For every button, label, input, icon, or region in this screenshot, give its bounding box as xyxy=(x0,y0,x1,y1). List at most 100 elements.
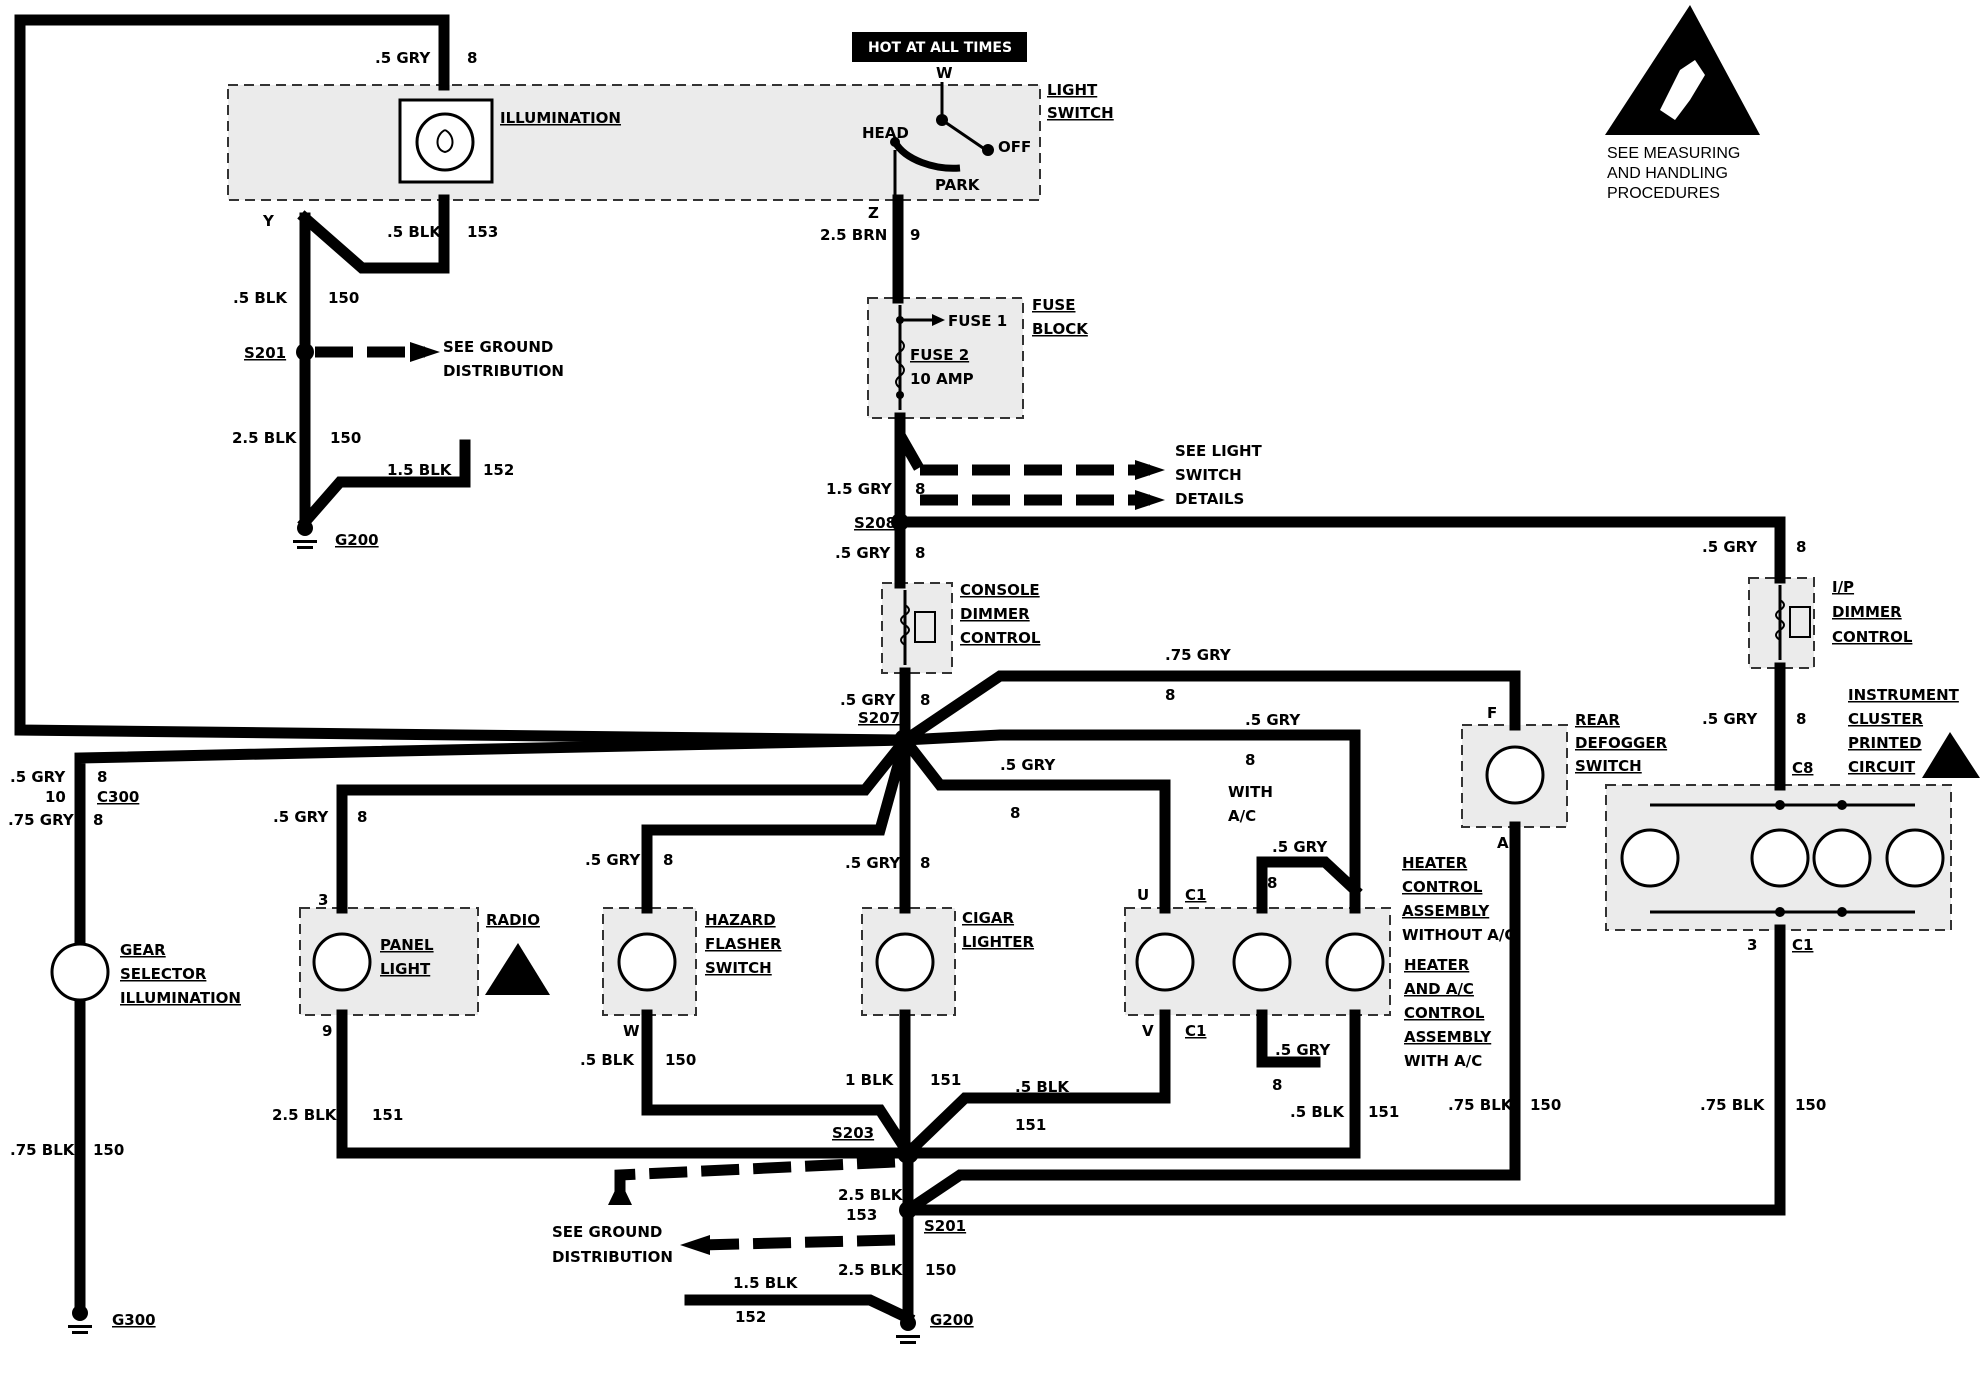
wire-label: .5 GRY xyxy=(1275,1041,1331,1059)
panel-light-bulb-icon xyxy=(312,932,372,992)
fuse2-label: FUSE 2 xyxy=(910,346,969,364)
arrow-ground-bottom-up xyxy=(608,1180,632,1205)
cluster-label-1: INSTRUMENT xyxy=(1848,686,1960,704)
wire-s207-gear xyxy=(74,734,911,951)
wire-label: .5 GRY xyxy=(10,768,66,786)
wire-label: .5 GRY xyxy=(273,808,329,826)
wire-circuit: 150 xyxy=(93,1141,124,1159)
wire-label: 1 BLK xyxy=(845,1071,895,1089)
fuse-block-label-2: BLOCK xyxy=(1032,320,1089,338)
switch-head-label: HEAD xyxy=(862,124,909,142)
ip-dimmer-label-2: DIMMER xyxy=(1832,603,1902,621)
wire-defogger-s201 xyxy=(900,821,1521,1218)
cluster-bulb-4-icon xyxy=(1885,828,1945,888)
wire-circuit: 8 xyxy=(1267,874,1277,892)
wire-label: .5 BLK xyxy=(387,223,442,241)
splice-s208-label: S208 xyxy=(854,514,896,532)
wire-circuit: 9 xyxy=(910,226,920,244)
wire-label: 2.5 BLK xyxy=(272,1106,338,1124)
console-dimmer-label-3: CONTROL xyxy=(960,629,1041,647)
splice-s201-bottom xyxy=(899,1201,917,1219)
wire-circuit: 152 xyxy=(483,461,514,479)
pin-y: Y xyxy=(262,212,275,230)
pin-u: U xyxy=(1137,886,1149,904)
wire-dashed-ground-bottom2 xyxy=(699,1234,896,1251)
cluster-label-2: CLUSTER xyxy=(1848,710,1923,728)
rear-defogger-label-3: SWITCH xyxy=(1575,757,1642,775)
radio-label: RADIO xyxy=(486,911,540,929)
arrow-light-1 xyxy=(1135,460,1165,480)
pin-z: Z xyxy=(868,204,879,222)
wire-panel-s203 xyxy=(336,1009,914,1159)
wire-circuit: 8 xyxy=(920,691,930,709)
wire-s207-defogger xyxy=(897,670,1521,748)
fuse2-rating: 10 AMP xyxy=(910,370,974,388)
hot-banner-text: HOT AT ALL TIMES xyxy=(868,40,1012,56)
heater-without-ac-label-4: WITHOUT A/C xyxy=(1402,926,1515,944)
heater-ac-label-1: HEATER xyxy=(1404,956,1470,974)
console-dimmer-box xyxy=(881,582,953,674)
wire-feed-loop xyxy=(14,14,911,746)
wire-s207-panel xyxy=(336,732,913,914)
wire-label: .5 BLK xyxy=(233,289,288,307)
pin-w: W xyxy=(623,1022,640,1040)
wire-circuit: 8 xyxy=(467,49,477,67)
pin-3: 3 xyxy=(318,891,328,909)
with-ac-label-2: A/C xyxy=(1228,807,1256,825)
heater-ac-label-3: CONTROL xyxy=(1404,1004,1485,1022)
pin-f: F xyxy=(1487,704,1497,722)
heater-without-ac-label-2: CONTROL xyxy=(1402,878,1483,896)
illumination-label: ILLUMINATION xyxy=(500,109,621,127)
wire-label: .75 BLK xyxy=(1448,1096,1514,1114)
splice-s207-label: S207 xyxy=(858,709,900,727)
splice-s203 xyxy=(897,1142,919,1164)
wire-circuit: 150 xyxy=(665,1051,696,1069)
wire-circuit: 151 xyxy=(930,1071,961,1089)
wire-s207-heater-ac xyxy=(899,729,1361,914)
wire-label: .5 BLK xyxy=(1015,1078,1070,1096)
splice-s208 xyxy=(891,513,909,531)
wire-circuit: 8 xyxy=(1272,1076,1282,1094)
cluster-bulb-3-icon xyxy=(1812,828,1872,888)
wire-s207-c1 xyxy=(897,732,1171,914)
pin-10: 10 xyxy=(45,788,66,806)
cigar-label-1: CIGAR xyxy=(962,909,1015,927)
wire-cluster-s201 xyxy=(902,924,1786,1216)
wire-label: .5 GRY xyxy=(1702,710,1758,728)
heater-ac-label-5: WITH A/C xyxy=(1404,1052,1482,1070)
wire-illum-ground xyxy=(297,194,450,274)
wire-circuit: 8 xyxy=(97,768,107,786)
switch-w-label: W xyxy=(936,64,953,82)
ground-g200-bottom-icon xyxy=(896,1315,920,1344)
wire-circuit: 8 xyxy=(1796,538,1806,556)
hazard-label-2: FLASHER xyxy=(705,935,782,953)
hazard-label-3: SWITCH xyxy=(705,959,772,977)
wire-dashed-light-stem xyxy=(895,432,925,473)
wire-label: .5 GRY xyxy=(1000,756,1056,774)
wire-circuit: 8 xyxy=(1165,686,1175,704)
switch-park-label: PARK xyxy=(935,176,981,194)
wire-label: .75 BLK xyxy=(1700,1096,1766,1114)
see-ground-top-1: SEE GROUND xyxy=(443,338,553,356)
heater-without-ac-bulb-icon xyxy=(1135,932,1195,992)
wire-heater2-s203 xyxy=(902,1009,1361,1159)
wire-hazard-s203 xyxy=(641,1009,916,1161)
with-ac-label-1: WITH xyxy=(1228,783,1273,801)
wire-label: 2.5 BRN xyxy=(820,226,887,244)
wire-heater-jumper xyxy=(1256,856,1363,914)
wire-circuit: 150 xyxy=(328,289,359,307)
splice-s201-top xyxy=(296,343,314,361)
cigar-bulb-icon xyxy=(875,932,935,992)
wire-c1-s203 xyxy=(900,1009,1171,1161)
light-switch-icon xyxy=(890,82,994,200)
ground-g200-top-icon xyxy=(293,520,317,549)
splice-s203-label: S203 xyxy=(832,1124,874,1142)
wire-label: 2.5 BLK xyxy=(838,1261,904,1279)
hazard-bulb-icon xyxy=(617,932,677,992)
wire-circuit: 8 xyxy=(357,808,367,826)
warning-text-2: AND HANDLING xyxy=(1607,165,1728,182)
connector-c1-cluster-label: C1 xyxy=(1792,936,1813,954)
wire-circuit: 151 xyxy=(372,1106,403,1124)
wire-circuit: 151 xyxy=(1015,1116,1046,1134)
wire-circuit: 8 xyxy=(1796,710,1806,728)
